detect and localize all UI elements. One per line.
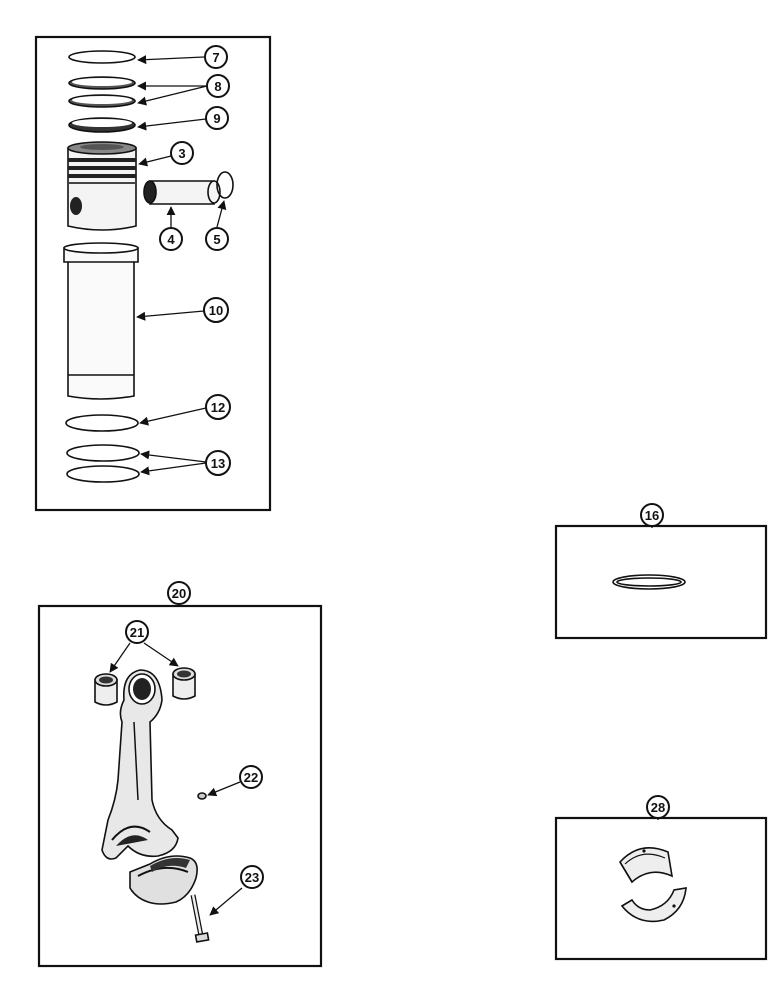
rod-cap: [129, 855, 198, 905]
svg-text:20: 20: [172, 586, 186, 601]
bearing-shells-panel: 28: [554, 795, 768, 961]
callout-10: 10: [203, 297, 229, 323]
panel-frame: [554, 816, 768, 961]
seal-ring-panel: 16: [554, 503, 768, 640]
dowel-pin-22: [197, 792, 207, 800]
svg-text:8: 8: [214, 79, 221, 94]
cylinder-sleeve-10: [63, 242, 139, 400]
svg-text:9: 9: [213, 111, 220, 126]
callout-12: 12: [205, 394, 231, 420]
callout-4: 4: [159, 227, 183, 251]
svg-text:22: 22: [244, 770, 258, 785]
bearing-shell-upper: [619, 846, 674, 884]
piston-cylinder-kit-panel: 7 8 9 3 4 5 10 12: [34, 35, 272, 512]
seal-ring-16: [612, 574, 686, 590]
callout-9: 9: [205, 106, 229, 130]
bushing-21-right: [172, 667, 196, 700]
panel-frame: [37, 604, 323, 968]
bushing-21-left: [94, 673, 118, 706]
svg-text:16: 16: [645, 508, 659, 523]
svg-text:5: 5: [213, 232, 220, 247]
bolt-23: [190, 894, 210, 943]
o-ring-13a: [66, 444, 140, 462]
callout-20: 20: [167, 581, 191, 605]
piston-3: [67, 141, 137, 231]
connecting-rod-panel: 20 21 22 23: [37, 581, 323, 968]
svg-text:4: 4: [167, 232, 175, 247]
svg-text:3: 3: [178, 146, 185, 161]
compression-ring-8b: [68, 94, 136, 108]
callout-28: 28: [646, 795, 670, 819]
svg-text:23: 23: [245, 870, 259, 885]
panel-frame: [554, 524, 768, 640]
callout-21: 21: [125, 620, 149, 644]
callout-5: 5: [205, 227, 229, 251]
bearing-shell-lower: [620, 887, 687, 923]
piston-pin-4: [143, 180, 221, 205]
callout-8: 8: [206, 74, 230, 98]
svg-text:13: 13: [211, 456, 225, 471]
svg-text:21: 21: [130, 625, 144, 640]
callout-23: 23: [240, 865, 264, 889]
connecting-rod-20: [101, 669, 179, 860]
svg-text:10: 10: [209, 303, 223, 318]
panel-frame: [34, 35, 272, 512]
callout-3: 3: [170, 141, 194, 165]
compression-ring-8a: [68, 76, 136, 90]
svg-text:28: 28: [651, 800, 665, 815]
svg-text:7: 7: [212, 50, 219, 65]
oil-ring-9: [68, 117, 136, 133]
snap-ring-5: [216, 171, 234, 199]
callout-7: 7: [204, 45, 228, 69]
compression-ring-7: [68, 50, 136, 64]
callout-13: 13: [205, 450, 231, 476]
callout-22: 22: [239, 765, 263, 789]
svg-text:12: 12: [211, 400, 225, 415]
o-ring-13b: [66, 465, 140, 483]
o-ring-12: [65, 414, 139, 432]
callout-16: 16: [640, 503, 664, 527]
